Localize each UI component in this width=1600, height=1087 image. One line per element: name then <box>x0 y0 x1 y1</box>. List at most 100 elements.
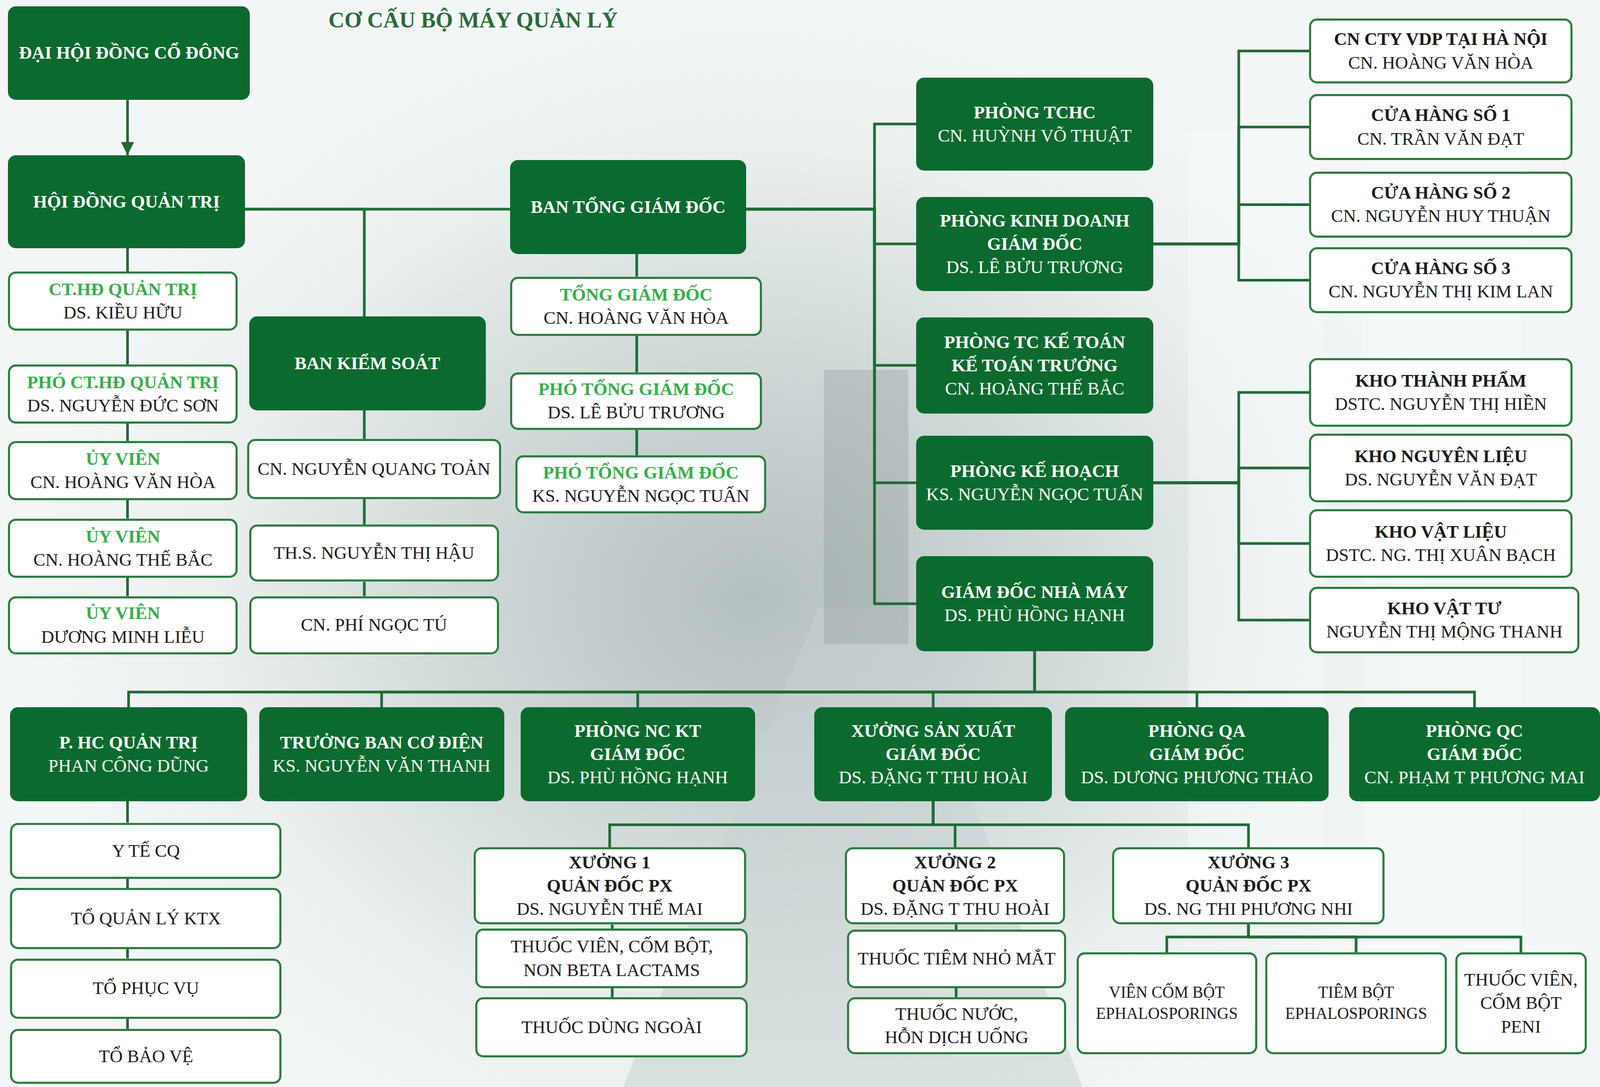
person-name: CN. NGUYỄN QUANG TOẢN <box>257 457 491 481</box>
person-name: TỔ QUẢN LÝ KTX <box>70 906 221 930</box>
person-name: KS. NGUYỄN NGỌC TUẤN <box>926 482 1144 506</box>
box-heading: GIÁM ĐỐC <box>1149 742 1245 766</box>
org-connector <box>635 335 638 373</box>
org-connector <box>126 423 129 441</box>
org-connector <box>126 330 129 365</box>
window-panel <box>1188 132 1326 925</box>
org-connector <box>1153 482 1310 544</box>
box-heading: P. HC QUẢN TRỊ <box>59 730 199 755</box>
org-box: ỦY VIÊNCN. HOÀNG THẾ BẮC <box>7 518 238 578</box>
org-connector <box>126 500 129 519</box>
org-box: KHO THÀNH PHẨMDSTC. NGUYỄN THỊ HIỀN <box>1309 358 1573 427</box>
box-heading: CN CTY VDP TẠI HÀ NỘI <box>1333 27 1548 51</box>
org-connector <box>933 801 1249 847</box>
org-box: PHÒNG KINH DOANHGIÁM ĐỐCDS. LÊ BỬU TRƯƠN… <box>916 196 1153 291</box>
org-connector <box>362 410 366 439</box>
person-name: DS. NGUYỄN THẾ MAI <box>516 897 703 921</box>
org-box: TIÊM BỘT EPHALOSPORINGS <box>1265 952 1447 1054</box>
box-heading: QUẢN ĐỐC PX <box>547 873 673 898</box>
person-name: CN. HOÀNG THẾ BẮC <box>33 548 213 572</box>
person-name: TIÊM BỘT EPHALOSPORINGS <box>1272 982 1440 1025</box>
box-heading: KHO NGUYÊN LIỆU <box>1354 444 1528 468</box>
box-heading: CT.HĐ QUẢN TRỊ <box>48 277 197 301</box>
org-box: PHÒNG TCHCCN. HUỲNH VÕ THUẬT <box>916 77 1153 171</box>
box-heading: CỬA HÀNG SỐ 1 <box>1370 103 1511 127</box>
person-name: Y TẾ CQ <box>111 839 180 863</box>
person-name: VIÊN CỐM BỘT EPHALOSPORINGS <box>1084 982 1250 1025</box>
org-connector <box>1153 204 1310 244</box>
box-heading: KẾ TOÁN TRƯỞNG <box>951 353 1118 378</box>
org-connector <box>746 209 917 483</box>
org-connector <box>1153 243 1310 281</box>
person-name: THUỐC DÙNG NGOÀI <box>521 1015 703 1039</box>
box-heading: XƯỞNG SẢN XUẤT <box>851 719 1015 743</box>
org-connector <box>610 924 614 929</box>
org-connector <box>609 801 934 847</box>
org-connector <box>1248 924 1357 953</box>
box-heading: QUẢN ĐỐC PX <box>892 873 1019 898</box>
org-box: PHÓ TỔNG GIÁM ĐỐCKS. NGUYỄN NGỌC TUẤN <box>515 455 767 514</box>
org-connector <box>635 429 638 456</box>
org-box: KHO VẬT TƯNGUYỄN THỊ MỘNG THANH <box>1309 586 1580 654</box>
person-name: DSTC. NG. THỊ XUÂN BẠCH <box>1325 543 1557 567</box>
person-name: THUỐC VIÊN, CỐM BỘT, NON BETA LACTAMS <box>494 934 729 982</box>
person-name: KS. NGUYỄN NGỌC TUẤN <box>532 484 750 508</box>
person-name: DS. DƯƠNG PHƯƠNG THẢO <box>1080 765 1313 789</box>
org-connector <box>126 801 129 823</box>
box-heading: GIÁM ĐỐC <box>1426 742 1522 766</box>
person-name: KS. NGUYỄN VĂN THANH <box>273 754 491 778</box>
org-box: CN. PHÍ NGỌC TÚ <box>249 596 500 655</box>
org-box: PHÓ TỔNG GIÁM ĐỐCDS. LÊ BỬU TRƯƠNG <box>510 372 762 430</box>
box-heading: BAN TỔNG GIÁM ĐỐC <box>530 195 726 219</box>
person-name: DƯƠNG MINH LIỄU <box>41 625 205 649</box>
org-box: PHÓ CT.HĐ QUẢN TRỊDS. NGUYỄN ĐỨC SƠN <box>7 364 238 424</box>
org-connector <box>126 1018 129 1029</box>
box-heading: PHÒNG KINH DOANH <box>939 209 1130 233</box>
org-box: CỬA HÀNG SỐ 2CN. NGUYỄN HUY THUẬN <box>1309 171 1573 239</box>
org-box: KHO NGUYÊN LIỆUDS. NGUYỄN VĂN ĐẠT <box>1309 433 1573 502</box>
org-connector <box>1034 651 1197 708</box>
person-name: CN. HUỲNH VÕ THUẬT <box>937 124 1132 148</box>
org-connector <box>128 651 1035 708</box>
org-connector <box>746 124 917 210</box>
org-box: THUỐC NƯỚC, HỖN DỊCH UỐNG <box>846 996 1067 1054</box>
org-box: PHÒNG TC KẾ TOÁNKẾ TOÁN TRƯỞNGCN. HOÀNG … <box>916 317 1153 414</box>
org-connector <box>362 581 366 597</box>
org-box: CỬA HÀNG SỐ 3CN. NGUYỄN THỊ KIM LAN <box>1309 247 1573 314</box>
person-name: TH.S. NGUYỄN THỊ HẬU <box>273 541 475 565</box>
org-box: PHÒNG QAGIÁM ĐỐCDS. DƯƠNG PHƯƠNG THẢO <box>1065 707 1329 802</box>
person-name: THUỐC TIÊM NHỎ MẮT <box>857 946 1056 971</box>
org-box: THUỐC TIÊM NHỎ MẮT <box>846 929 1067 988</box>
box-heading: PHÒNG KẾ HOẠCH <box>950 459 1119 483</box>
org-box: PHÒNG QCGIÁM ĐỐCCN. PHẠM T PHƯƠNG MAI <box>1349 707 1600 802</box>
person-name: DS. ĐẶNG T THU HOÀI <box>860 897 1050 921</box>
org-connector <box>362 499 366 525</box>
org-connector <box>637 651 1035 708</box>
person-name: CN. PHÍ NGỌC TÚ <box>300 613 448 637</box>
person-name: THUỐC VIÊN, CỐM BỘT PENI <box>1462 967 1580 1039</box>
person-name: DSTC. NGUYỄN THỊ HIỀN <box>1334 392 1548 416</box>
box-heading: ỦY VIÊN <box>85 601 160 625</box>
org-connector <box>1034 651 1475 708</box>
org-connector <box>746 209 917 366</box>
org-box: TH.S. NGUYỄN THỊ HẬU <box>249 524 500 582</box>
person-name: PHAN CÔNG DŨNG <box>48 754 209 778</box>
org-box: TRƯỞNG BAN CƠ ĐIỆNKS. NGUYỄN VĂN THANH <box>259 707 505 802</box>
org-box: HỘI ĐỒNG QUẢN TRỊ <box>7 155 245 249</box>
box-heading: PHÒNG NC KT <box>574 719 702 743</box>
box-heading: PHÒNG TC KẾ TOÁN <box>944 330 1126 354</box>
org-connector <box>126 577 129 597</box>
box-heading: XƯỞNG 2 <box>914 850 996 874</box>
org-box: GIÁM ĐỐC NHÀ MÁYDS. PHÙ HỒNG HẠNH <box>916 556 1153 652</box>
org-connector <box>126 878 129 888</box>
org-box: CN CTY VDP TẠI HÀ NỘICN. HOÀNG VĂN HÒA <box>1309 18 1573 84</box>
box-heading: XƯỞNG 3 <box>1207 850 1290 874</box>
org-box: ỦY VIÊNCN. HOÀNG VĂN HÒA <box>7 440 238 501</box>
org-connector <box>954 924 958 930</box>
box-heading: PHÓ TỔNG GIÁM ĐỐC <box>542 460 739 485</box>
org-connector <box>933 651 1035 708</box>
org-box: XƯỞNG SẢN XUẤTGIÁM ĐỐCDS. ĐẶNG T THU HOÀ… <box>814 707 1052 802</box>
org-box: Y TẾ CQ <box>10 822 282 879</box>
org-box: ỦY VIÊNDƯƠNG MINH LIỄU <box>7 596 238 655</box>
person-name: TỔ PHỤC VỤ <box>92 976 200 1000</box>
